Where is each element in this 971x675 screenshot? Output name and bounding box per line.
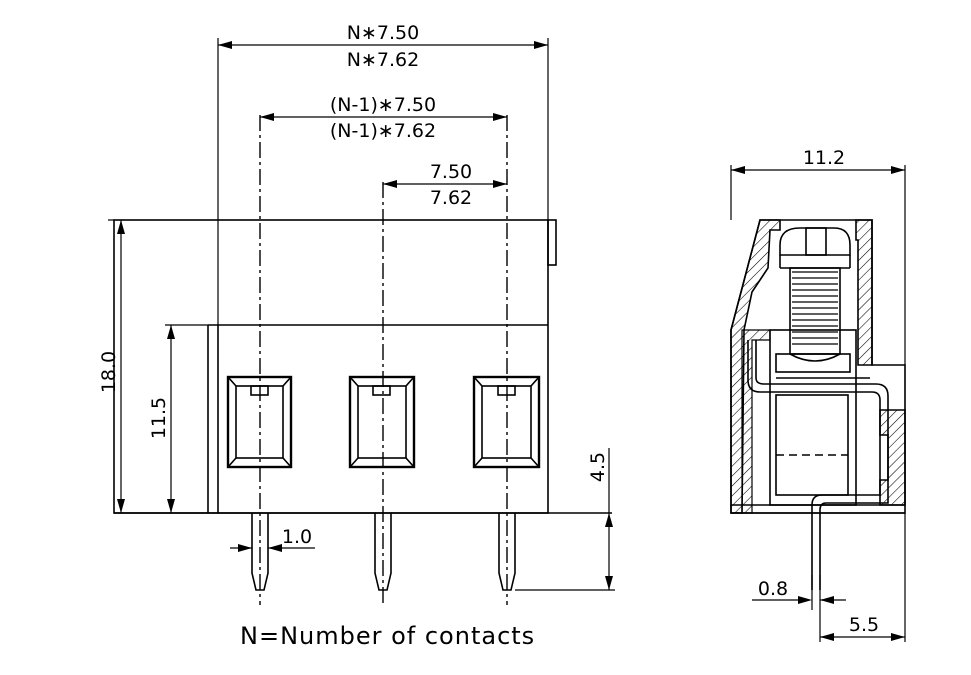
housing-section [730, 219, 906, 514]
housing-outline [730, 219, 906, 514]
dim-height: 18.0 [98, 351, 120, 393]
dim-body-height: 11.5 [148, 397, 170, 439]
dimension-pin-width: 1.0 [238, 526, 315, 552]
contact-pin [747, 340, 889, 590]
screw [775, 227, 870, 379]
dim-total-bottom: N∗7.62 [347, 49, 419, 71]
dim-pin-length: 4.5 [587, 452, 609, 482]
dim-pitch-top: 7.50 [430, 161, 472, 183]
center-lines [259, 115, 508, 605]
front-view: N∗7.50 N∗7.62 (N-1)∗7.50 (N-1)∗7.62 7.50… [98, 22, 615, 650]
dimension-pin-span: (N-1)∗7.50 (N-1)∗7.62 [260, 94, 507, 142]
dim-span-top: (N-1)∗7.50 [330, 94, 436, 116]
dimension-body-height: 11.5 [148, 325, 175, 513]
dimension-total-width: N∗7.50 N∗7.62 [218, 22, 548, 71]
dimension-pin-thickness: 0.8 [752, 575, 846, 610]
dimension-pin-offset: 5.5 [819, 513, 906, 642]
dim-pin-thickness: 0.8 [758, 578, 788, 600]
dim-pin-offset: 5.5 [849, 614, 879, 636]
dimension-pin-length: 4.5 [587, 448, 613, 590]
dimension-pitch: 7.50 7.62 [383, 161, 507, 209]
dimension-total-height: 18.0 [98, 220, 125, 513]
dim-depth: 11.2 [803, 147, 845, 169]
pin-2 [374, 513, 392, 591]
side-view: 11.2 0.8 5.5 [730, 147, 906, 642]
dimension-depth: 11.2 [730, 147, 906, 365]
dim-span-bottom: (N-1)∗7.62 [330, 120, 436, 142]
dim-total-top: N∗7.50 [347, 22, 419, 44]
terminal-body [113, 219, 612, 514]
dim-pitch-bottom: 7.62 [430, 187, 472, 209]
wire-entry-2 [348, 375, 416, 469]
dim-pin-width: 1.0 [282, 526, 312, 548]
caption: N=Number of contacts [240, 622, 535, 650]
